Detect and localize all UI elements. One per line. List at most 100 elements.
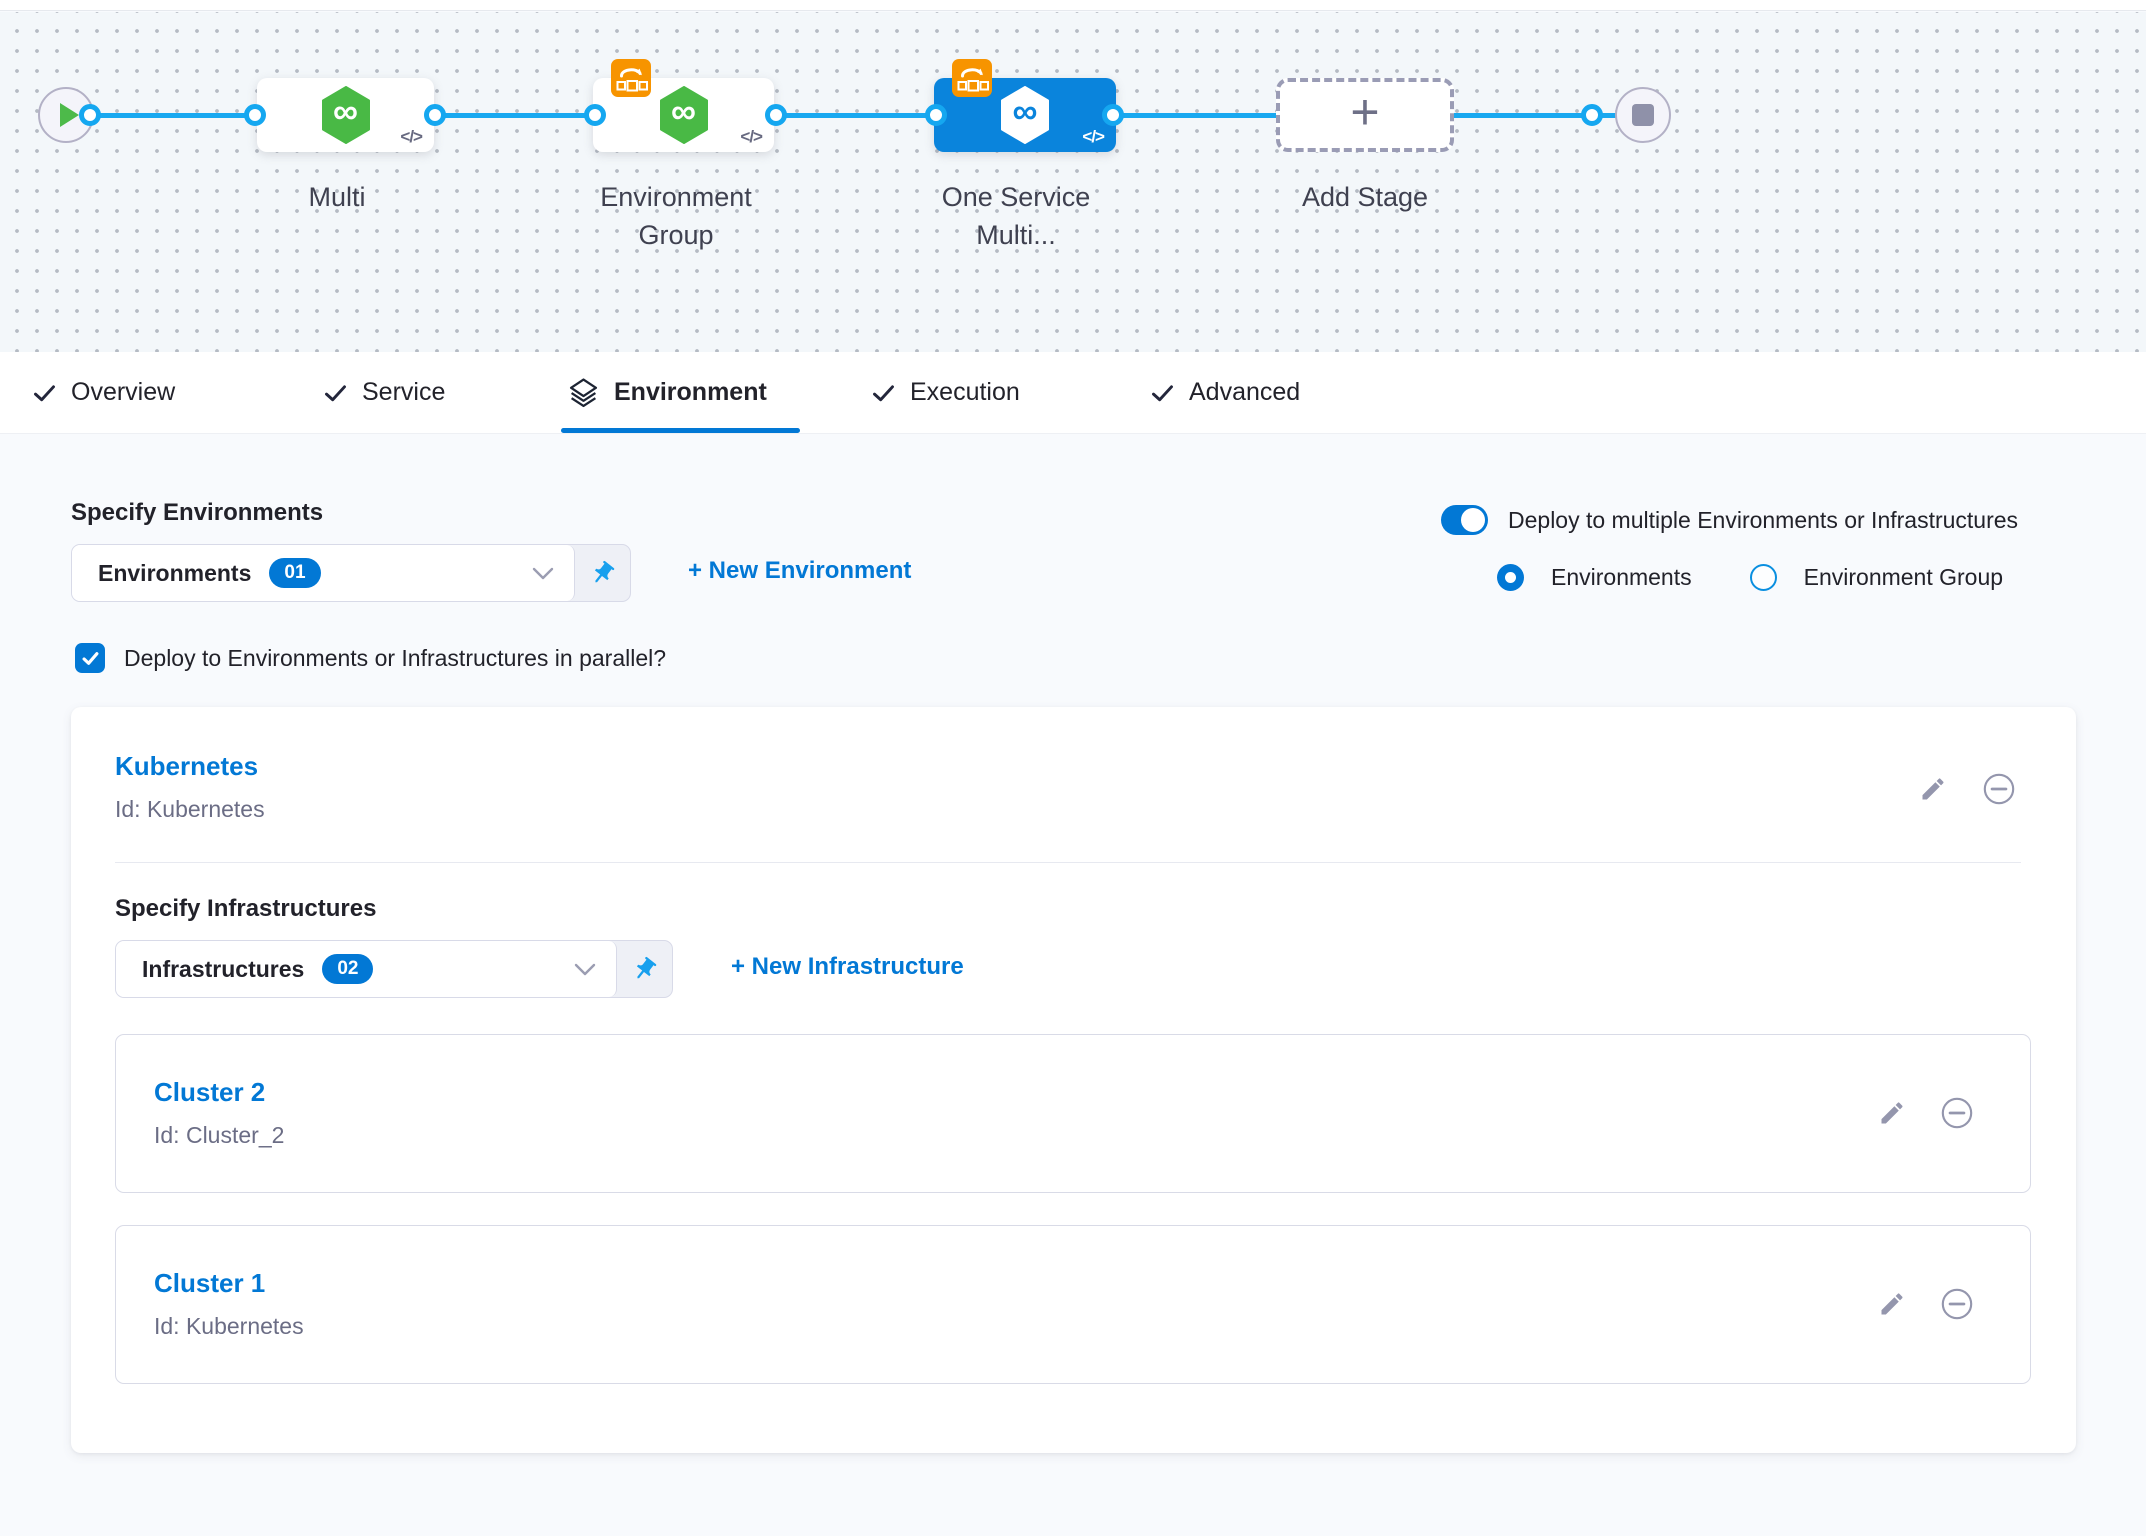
code-view-icon[interactable]: </> xyxy=(1082,127,1105,146)
infrastructure-name-link[interactable]: Cluster 1 xyxy=(154,1268,266,1298)
pencil-icon xyxy=(1878,1099,1906,1127)
add-stage-label: Add Stage xyxy=(1301,182,1429,212)
stage-node-multi[interactable]: ∞ </> xyxy=(257,78,434,152)
tab-environment[interactable]: Environment xyxy=(568,352,767,433)
tab-label: Advanced xyxy=(1189,378,1301,406)
chevron-down-icon xyxy=(532,567,554,580)
tab-execution[interactable]: Execution xyxy=(872,352,1020,433)
pipeline-end-node xyxy=(1615,87,1671,143)
specify-environments-heading: Specify Environments xyxy=(71,499,324,526)
infrastructure-card-cluster-2: Cluster 2 Id: Cluster_2 xyxy=(115,1034,2031,1193)
environments-dropdown-field[interactable]: Environments 01 xyxy=(72,545,575,601)
edit-environment-button[interactable] xyxy=(1919,775,1947,803)
environments-dropdown[interactable]: Environments 01 xyxy=(71,544,631,602)
deploy-multiple-toggle[interactable] xyxy=(1441,505,1488,535)
environments-dropdown-value: Environments xyxy=(98,559,252,586)
stage-label: Environment Group xyxy=(600,182,752,251)
check-icon xyxy=(1151,384,1174,402)
minus-circle-icon xyxy=(1941,1097,1973,1129)
pencil-icon xyxy=(1878,1290,1906,1318)
remove-infrastructure-button[interactable] xyxy=(1941,1097,1973,1129)
environment-tab-panel: Specify Environments Environments 01 + N… xyxy=(0,433,2146,1536)
parallel-deploy-row: Deploy to Environments or Infrastructure… xyxy=(75,643,666,673)
pin-infrastructures-button[interactable] xyxy=(617,941,672,997)
connector-port xyxy=(584,104,606,126)
stage-node-environment-group[interactable]: ∞ </> xyxy=(593,78,774,152)
tab-advanced[interactable]: Advanced xyxy=(1151,352,1300,433)
chevron-down-icon xyxy=(574,963,596,976)
tab-label: Service xyxy=(362,378,446,406)
connector-port xyxy=(1102,104,1124,126)
radio-environment-group[interactable] xyxy=(1749,564,1777,591)
service-hexagon-icon: ∞ xyxy=(658,86,710,144)
code-view-icon[interactable]: </> xyxy=(400,127,423,146)
code-view-icon[interactable]: </> xyxy=(740,127,763,146)
connector-port xyxy=(244,104,266,126)
remove-environment-button[interactable] xyxy=(1983,773,2015,805)
toggle-knob xyxy=(1461,508,1485,532)
deploy-multiple-toggle-label: Deploy to multiple Environments or Infra… xyxy=(1508,506,2019,533)
tab-overview[interactable]: Overview xyxy=(33,352,175,433)
connector-port xyxy=(1581,104,1603,126)
check-icon xyxy=(82,651,99,666)
tab-service[interactable]: Service xyxy=(324,352,445,433)
tab-label: Environment xyxy=(614,378,767,406)
infrastructures-count-badge: 02 xyxy=(322,953,374,985)
top-strip xyxy=(0,0,2146,11)
stage-config-tabbar: Overview Service Environment Execution A… xyxy=(0,352,2146,433)
infinity-icon: ∞ xyxy=(333,92,358,131)
radio-dot xyxy=(1505,572,1516,583)
stage-node-one-service-multi[interactable]: ∞ </> xyxy=(934,78,1116,152)
new-infrastructure-link[interactable]: + New Infrastructure xyxy=(731,953,964,980)
deploy-multiple-toggle-row: Deploy to multiple Environments or Infra… xyxy=(1441,505,2018,535)
environment-source-radios: Environments Environment Group xyxy=(1497,564,2003,591)
environments-count-badge: 01 xyxy=(269,557,321,589)
tab-label: Overview xyxy=(71,378,176,406)
parallel-deploy-label: Deploy to Environments or Infrastructure… xyxy=(124,644,667,671)
infrastructures-dropdown-field[interactable]: Infrastructures 02 xyxy=(116,941,617,997)
stage-label: Multi xyxy=(308,182,366,212)
infrastructure-id-text: Id: Kubernetes xyxy=(154,1313,304,1339)
service-hexagon-icon: ∞ xyxy=(320,86,372,144)
stage-label: One Service Multi... xyxy=(941,182,1091,251)
pin-icon xyxy=(584,554,622,592)
environment-layers-icon xyxy=(568,377,599,408)
environment-card-kubernetes: Kubernetes Id: Kubernetes Specify Infras… xyxy=(71,707,2076,1453)
card-divider xyxy=(115,862,2021,863)
new-environment-link[interactable]: + New Environment xyxy=(688,557,912,584)
check-icon xyxy=(33,384,56,402)
infrastructure-name-link[interactable]: Cluster 2 xyxy=(154,1077,266,1107)
add-stage-button[interactable]: + xyxy=(1276,78,1454,152)
edit-infrastructure-button[interactable] xyxy=(1878,1099,1906,1127)
parallel-deploy-checkbox[interactable] xyxy=(75,643,105,673)
tab-label: Execution xyxy=(910,378,1020,406)
pin-icon xyxy=(626,950,664,988)
rolling-deployment-badge-icon xyxy=(952,59,992,102)
minus-circle-icon xyxy=(1941,1288,1973,1320)
infrastructures-dropdown-value: Infrastructures xyxy=(142,955,305,982)
connector-port xyxy=(79,104,101,126)
infrastructure-card-cluster-1: Cluster 1 Id: Kubernetes xyxy=(115,1225,2031,1384)
pipeline-connector-line xyxy=(90,113,1643,118)
connector-port xyxy=(765,104,787,126)
infinity-icon: ∞ xyxy=(1012,92,1038,131)
radio-environments-label: Environments xyxy=(1551,564,1692,590)
pin-environments-button[interactable] xyxy=(575,545,630,601)
pencil-icon xyxy=(1919,775,1947,803)
remove-infrastructure-button[interactable] xyxy=(1941,1288,1973,1320)
environment-name-link[interactable]: Kubernetes xyxy=(115,751,259,781)
rolling-deployment-badge-icon xyxy=(611,59,651,102)
stop-icon xyxy=(1632,104,1654,126)
check-icon xyxy=(872,384,895,402)
edit-infrastructure-button[interactable] xyxy=(1878,1290,1906,1318)
check-icon xyxy=(324,384,347,402)
pipeline-graph-canvas[interactable]: ∞ </> Multi ∞ </> Environment Group ∞ xyxy=(0,12,2146,352)
infinity-icon: ∞ xyxy=(671,92,696,131)
infrastructure-id-text: Id: Cluster_2 xyxy=(154,1122,285,1148)
specify-infrastructures-heading: Specify Infrastructures xyxy=(115,895,377,922)
infrastructures-dropdown[interactable]: Infrastructures 02 xyxy=(115,940,673,998)
radio-environments[interactable] xyxy=(1497,564,1524,591)
environment-id-text: Id: Kubernetes xyxy=(115,796,265,822)
service-hexagon-icon: ∞ xyxy=(999,86,1051,144)
